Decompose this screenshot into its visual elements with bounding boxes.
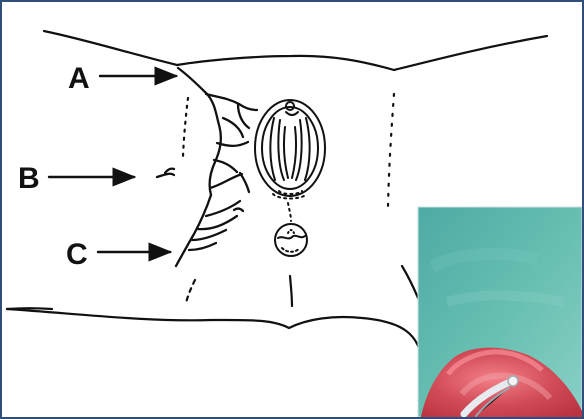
- nerve-branches: [157, 68, 257, 266]
- vulva-outline: [255, 100, 325, 256]
- label-arrows: [49, 76, 176, 252]
- label-c: C: [66, 238, 88, 271]
- label-b: B: [18, 162, 40, 195]
- label-a: A: [68, 62, 90, 95]
- clinical-photo-inset: [418, 207, 582, 417]
